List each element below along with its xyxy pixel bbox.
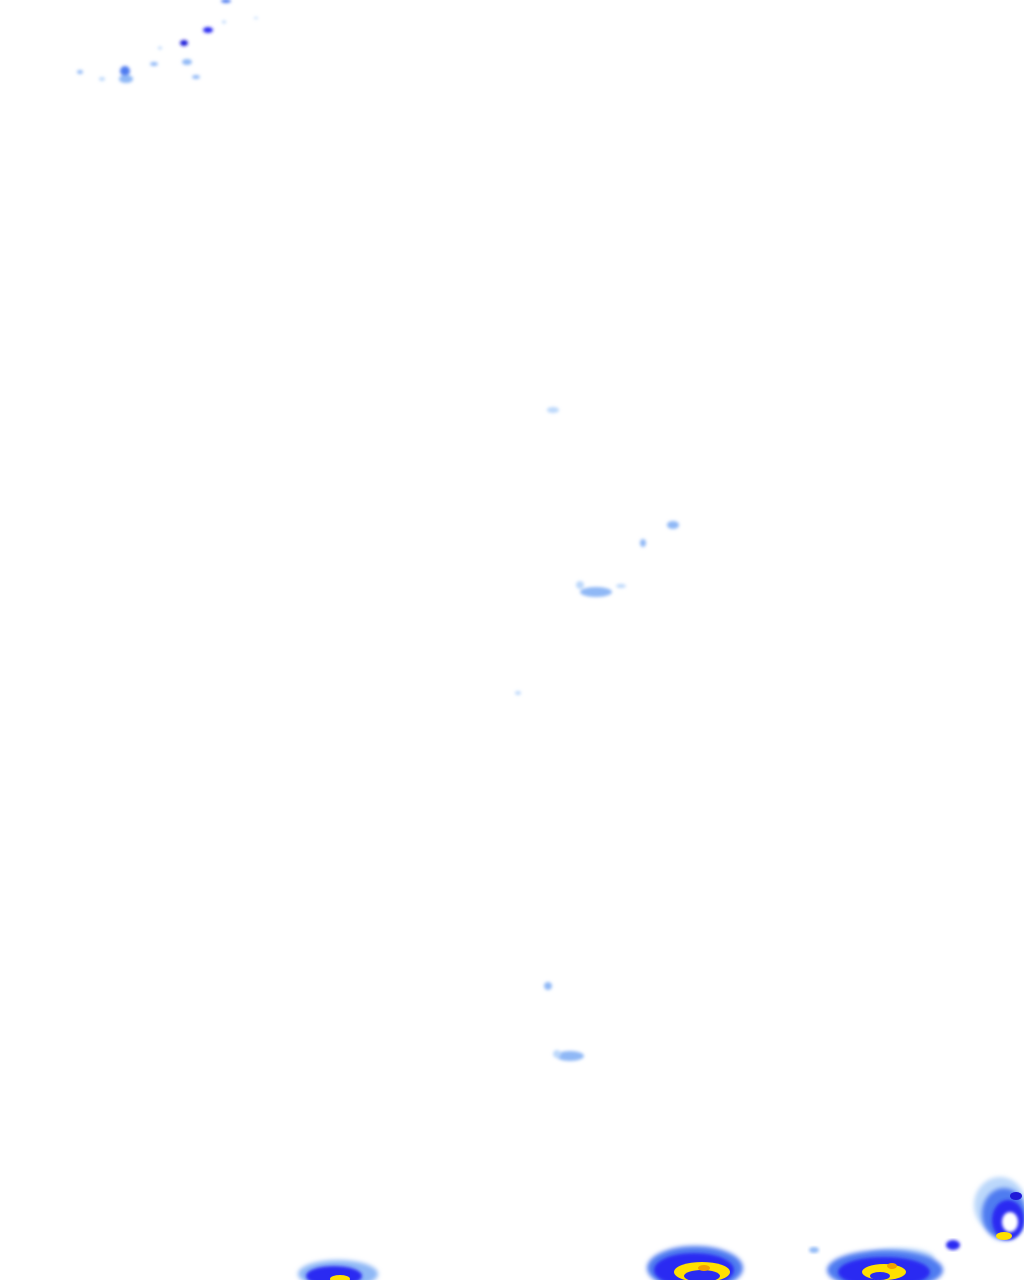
echo-cell <box>556 1051 584 1061</box>
storm-inner <box>684 1270 720 1280</box>
echo-cell <box>99 77 105 81</box>
echo-cell <box>640 539 646 547</box>
echo-cell <box>254 17 258 19</box>
echo-cell <box>544 982 552 990</box>
echo-cell <box>515 691 521 695</box>
storm-mid <box>306 1266 362 1280</box>
storm-inner <box>1002 1212 1018 1232</box>
echo-cell <box>553 1050 561 1058</box>
echo-cluster-central <box>515 407 679 1061</box>
echo-cell <box>180 40 188 46</box>
echo-cell <box>221 0 231 3</box>
storm-cell-bottom-left <box>298 1260 378 1280</box>
echo-cluster-top-left <box>77 0 258 83</box>
storm-cell-bottom-right <box>809 1240 960 1280</box>
storm-inner <box>870 1272 890 1280</box>
storm-core <box>996 1232 1012 1240</box>
storm-peak <box>887 1263 897 1269</box>
storm-core <box>1010 1192 1022 1200</box>
echo-cell <box>77 70 83 74</box>
echo-cell <box>580 587 612 597</box>
echo-cell <box>576 581 584 589</box>
storm-peak <box>698 1265 710 1271</box>
echo-cell <box>203 27 213 33</box>
echo-cell <box>946 1240 960 1250</box>
echo-cell <box>667 521 679 529</box>
storm-cell-bottom-center <box>647 1246 743 1280</box>
echo-cell <box>547 407 559 413</box>
echo-cell <box>809 1247 819 1253</box>
echo-cell <box>192 75 200 79</box>
echo-cell <box>616 584 626 588</box>
echo-cell <box>150 62 158 66</box>
storm-cell-right-edge <box>974 1177 1024 1240</box>
storm-core <box>330 1275 350 1280</box>
echo-cell <box>158 46 162 50</box>
echo-cell <box>119 75 133 83</box>
echo-cell <box>182 59 192 65</box>
echo-cell <box>120 66 130 76</box>
echo-cell <box>222 20 226 24</box>
